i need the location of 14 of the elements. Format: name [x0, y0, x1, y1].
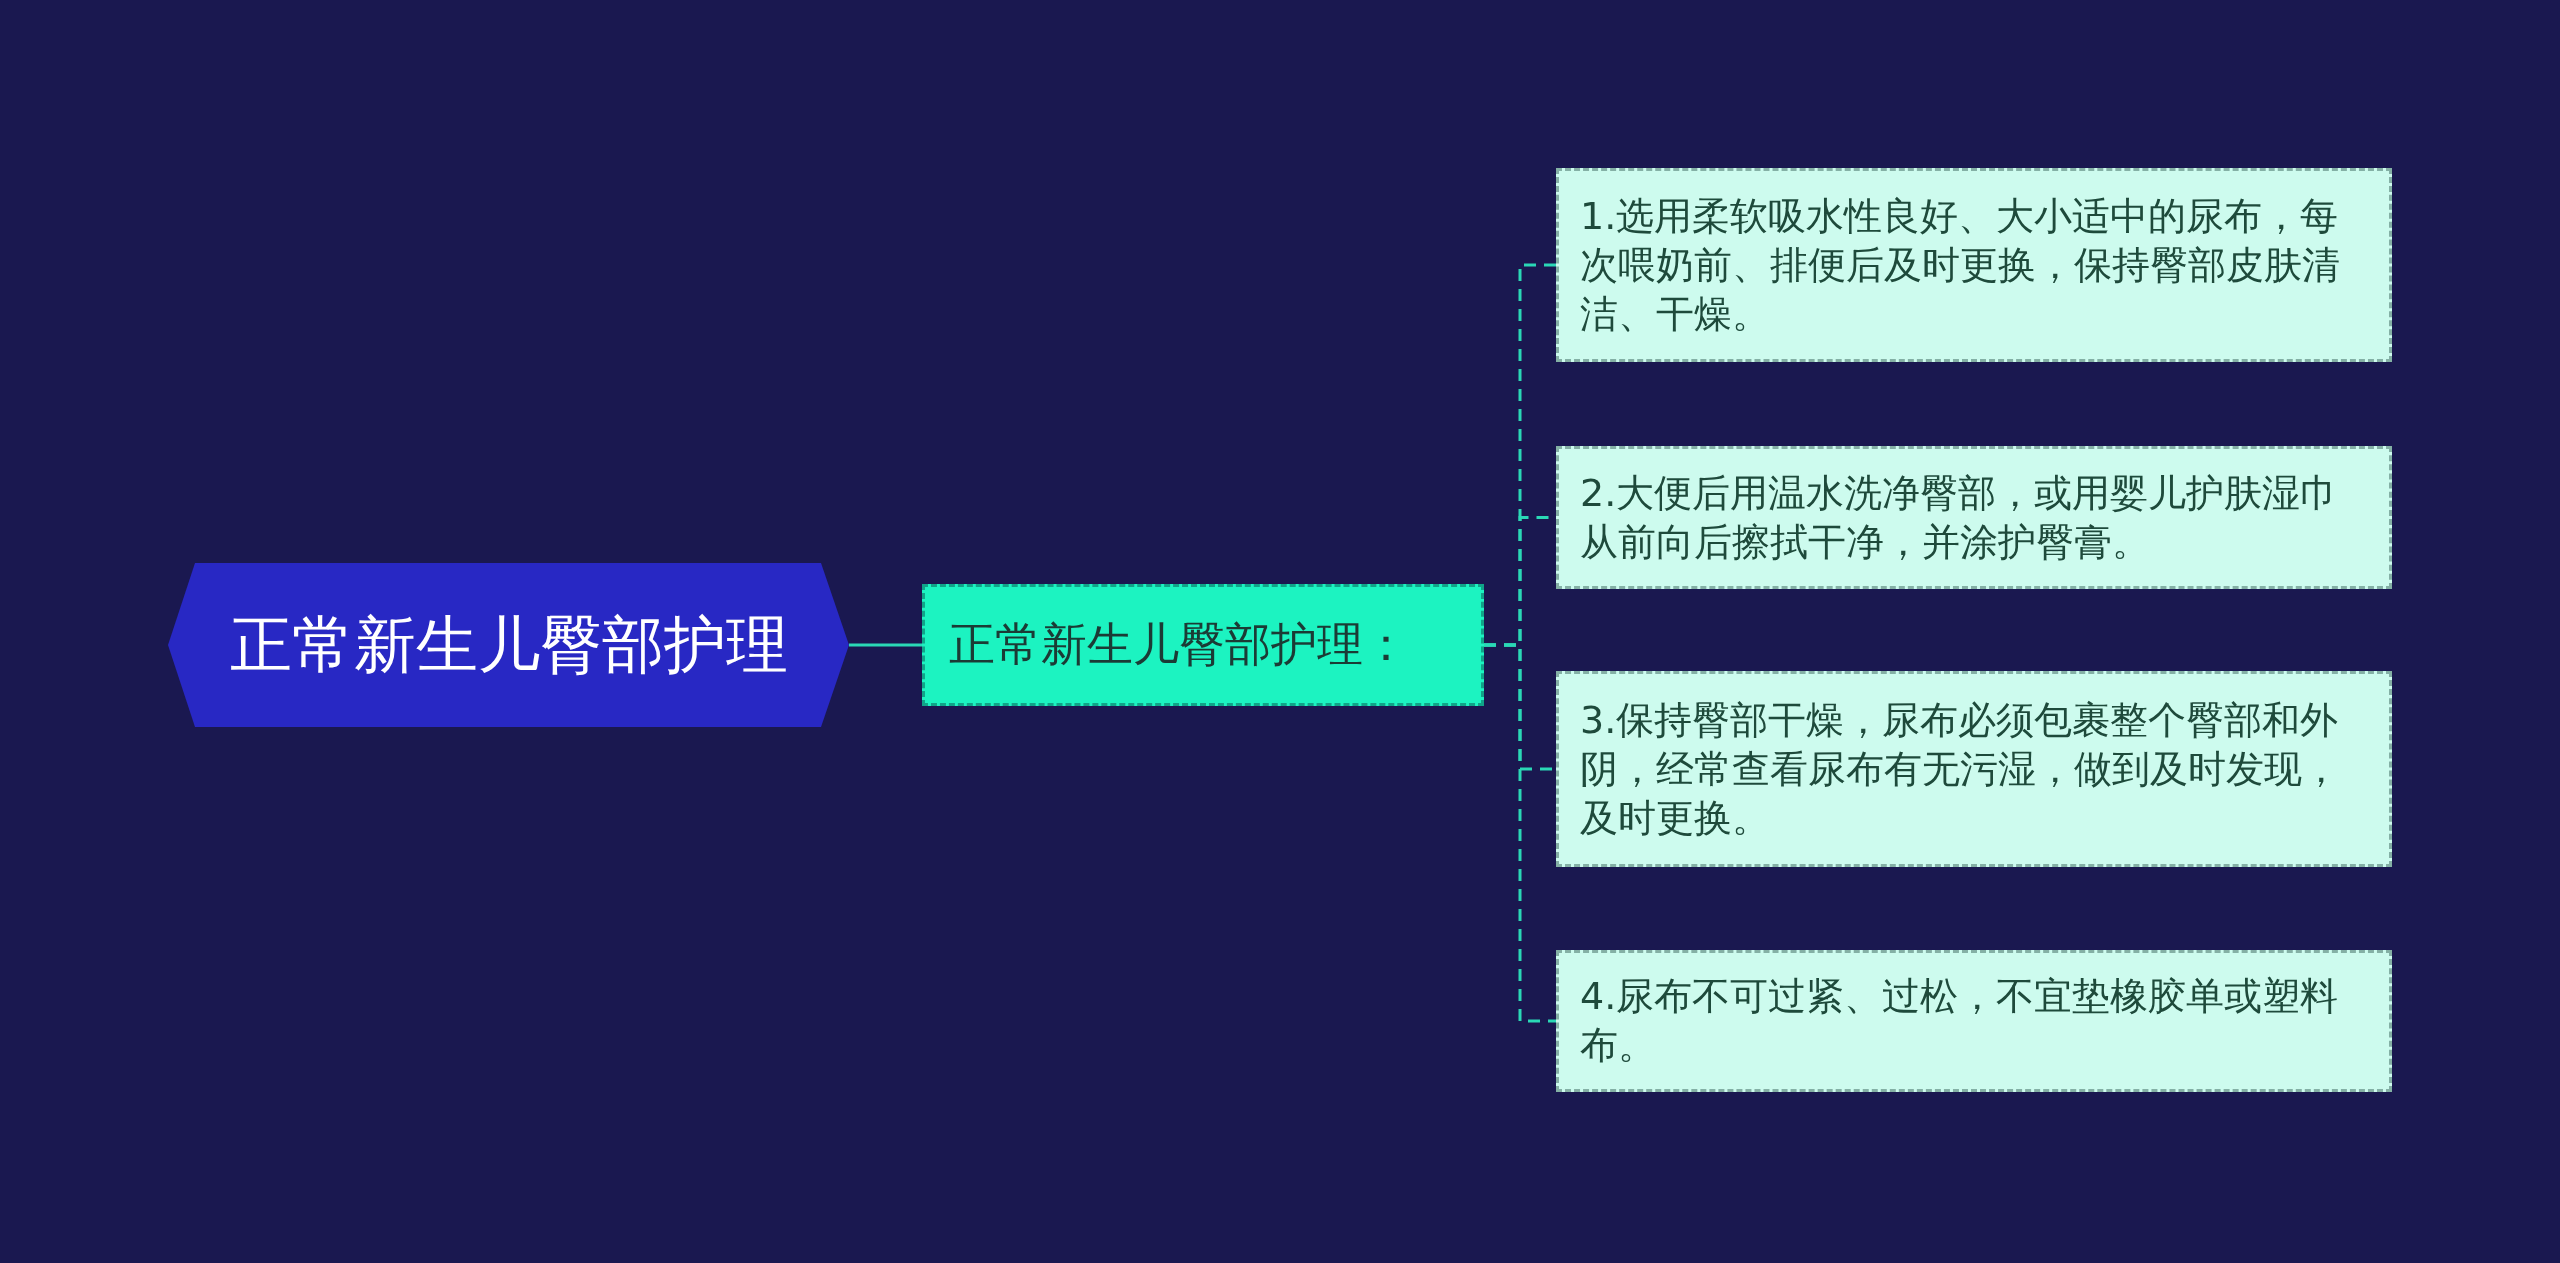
note-text: 3.保持臀部干燥，尿布必须包裹整个臀部和外阴，经常查看尿布有无污湿，做到及时发现，及时更换。: [1580, 696, 2341, 842]
note-text: 2.大便后用温水洗净臀部，或用婴儿护肤湿巾从前向后擦拭干净，并涂护臀膏。: [1580, 469, 2340, 566]
connector-line: [1484, 643, 1556, 1023]
note-box: [1556, 671, 2392, 867]
subtopic-text: 正常新生儿臀部护理：: [949, 616, 1409, 673]
hexagon-node: [168, 563, 849, 727]
topic-title: 正常新生儿臀部护理: [229, 607, 788, 683]
note-box: [1556, 446, 2392, 589]
note-box: [1556, 168, 2392, 362]
note-text: 1.选用柔软吸水性良好、大小适中的尿布，每次喂奶前、排便后及时更换，保持臀部皮肤清洁、干燥。: [1580, 192, 2341, 338]
note-text: 4.尿布不可过紧、过松，不宜垫橡胶单或塑料布。: [1580, 973, 2340, 1069]
subtopic-box: [922, 584, 1484, 706]
connector-line: [849, 643, 922, 647]
note-box: [1556, 950, 2392, 1092]
